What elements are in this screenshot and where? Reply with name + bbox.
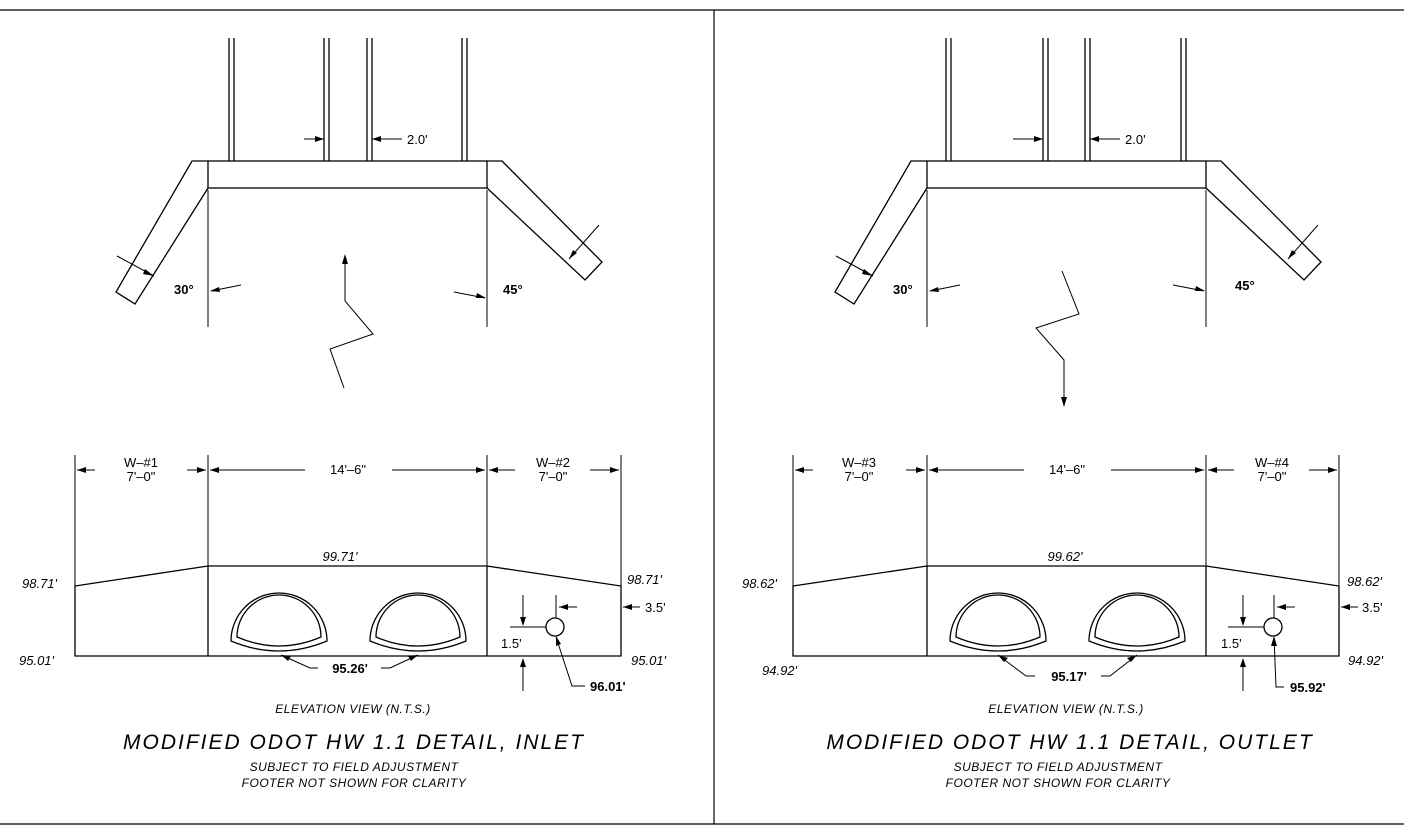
outlet-wing-right-label: W–#4	[1255, 455, 1289, 470]
inlet-panel: 2.0' 30° 45°	[19, 38, 667, 790]
inlet-wingwall-right-plan	[486, 160, 603, 281]
inlet-top-dimension: 2.0'	[407, 132, 428, 147]
inlet-bottom-left-elevation: 95.01'	[19, 653, 55, 668]
inlet-invert-elevation: 95.26'	[332, 661, 368, 676]
inlet-plan-view: 2.0' 30° 45°	[115, 38, 603, 389]
outlet-bottom-left-elevation: 94.92'	[762, 663, 798, 678]
outlet-center-length: 14'–6"	[1049, 462, 1085, 477]
inlet-wing-right-length: 7'–0"	[539, 469, 568, 484]
inlet-angle-right: 45°	[503, 282, 523, 297]
inlet-flow-arrow	[329, 258, 374, 389]
inlet-wing-right-label: W–#2	[536, 455, 570, 470]
inlet-wingwall-left-plan	[115, 160, 209, 305]
inlet-view-caption: ELEVATION VIEW (N.T.S.)	[275, 702, 431, 716]
outlet-wing-right-length: 7'–0"	[1258, 469, 1287, 484]
outlet-title: MODIFIED ODOT HW 1.1 DETAIL, OUTLET	[826, 731, 1313, 754]
outlet-panel: 2.0' 30° 45° W–#3 7'–	[742, 38, 1384, 790]
outlet-wing-left-length: 7'–0"	[845, 469, 874, 484]
outlet-pipe-offset-horizontal: 3.5'	[1362, 600, 1383, 615]
outlet-wing-right-top-elevation: 98.62'	[1347, 574, 1383, 589]
outlet-wingwall-right-plan	[1205, 160, 1322, 281]
outlet-headwall-plan	[926, 160, 1207, 189]
outlet-note-2: FOOTER NOT SHOWN FOR CLARITY	[946, 776, 1171, 790]
inlet-wing-left-top-elevation: 98.71'	[22, 576, 58, 591]
outlet-plan-view: 2.0' 30° 45°	[834, 38, 1322, 407]
inlet-elevation-view: 3.5' 1.5' 96.01' 95.26' 99.71' 98.71' 98…	[19, 549, 667, 694]
inlet-culvert-1-outer	[230, 592, 328, 652]
inlet-top-elevation: 99.71'	[322, 549, 358, 564]
inlet-dimension-row: W–#1 7'–0" 14'–6" W–#2 7'–0"	[74, 455, 622, 587]
outlet-wing-left-top-elevation: 98.62'	[742, 576, 778, 591]
inlet-headwall-plan	[207, 160, 488, 189]
inlet-wing-left-label: W–#1	[124, 455, 158, 470]
outlet-note-1: SUBJECT TO FIELD ADJUSTMENT	[954, 760, 1164, 774]
outlet-angle-right: 45°	[1235, 278, 1255, 293]
outlet-angle-left: 30°	[893, 282, 913, 297]
outlet-top-elevation: 99.62'	[1047, 549, 1083, 564]
outlet-pipe-offset-vertical: 1.5'	[1221, 636, 1242, 651]
inlet-culvert-2-outer	[369, 592, 467, 652]
inlet-note-2: FOOTER NOT SHOWN FOR CLARITY	[242, 776, 467, 790]
inlet-title: MODIFIED ODOT HW 1.1 DETAIL, INLET	[123, 731, 585, 754]
outlet-top-dimension: 2.0'	[1125, 132, 1146, 147]
inlet-bottom-right-elevation: 95.01'	[631, 653, 667, 668]
outlet-pipe-elevation: 95.92'	[1290, 680, 1326, 695]
outlet-wing-left-label: W–#3	[842, 455, 876, 470]
inlet-note-1: SUBJECT TO FIELD ADJUSTMENT	[250, 760, 460, 774]
outlet-wingwall-left-plan	[834, 160, 928, 305]
outlet-culvert-1-outer	[949, 592, 1047, 652]
outlet-culvert-2-outer	[1088, 592, 1186, 652]
inlet-center-length: 14'–6"	[330, 462, 366, 477]
inlet-wing-left-length: 7'–0"	[127, 469, 156, 484]
outlet-invert-elevation: 95.17'	[1051, 669, 1087, 684]
outlet-dimension-row: W–#3 7'–0" 14'–6" W–#4 7'–0"	[792, 455, 1340, 587]
outlet-flow-arrow	[1035, 270, 1080, 402]
outlet-bottom-right-elevation: 94.92'	[1348, 653, 1384, 668]
inlet-pipe-elevation: 96.01'	[590, 679, 626, 694]
inlet-angle-left: 30°	[174, 282, 194, 297]
inlet-pipe-offset-horizontal: 3.5'	[645, 600, 666, 615]
outlet-elevation-view: 3.5' 1.5' 95.92' 95.17' 99.62' 98.62' 98…	[742, 549, 1384, 695]
inlet-pipe-offset-vertical: 1.5'	[501, 636, 522, 651]
outlet-view-caption: ELEVATION VIEW (N.T.S.)	[988, 702, 1144, 716]
inlet-wing-right-top-elevation: 98.71'	[627, 572, 663, 587]
